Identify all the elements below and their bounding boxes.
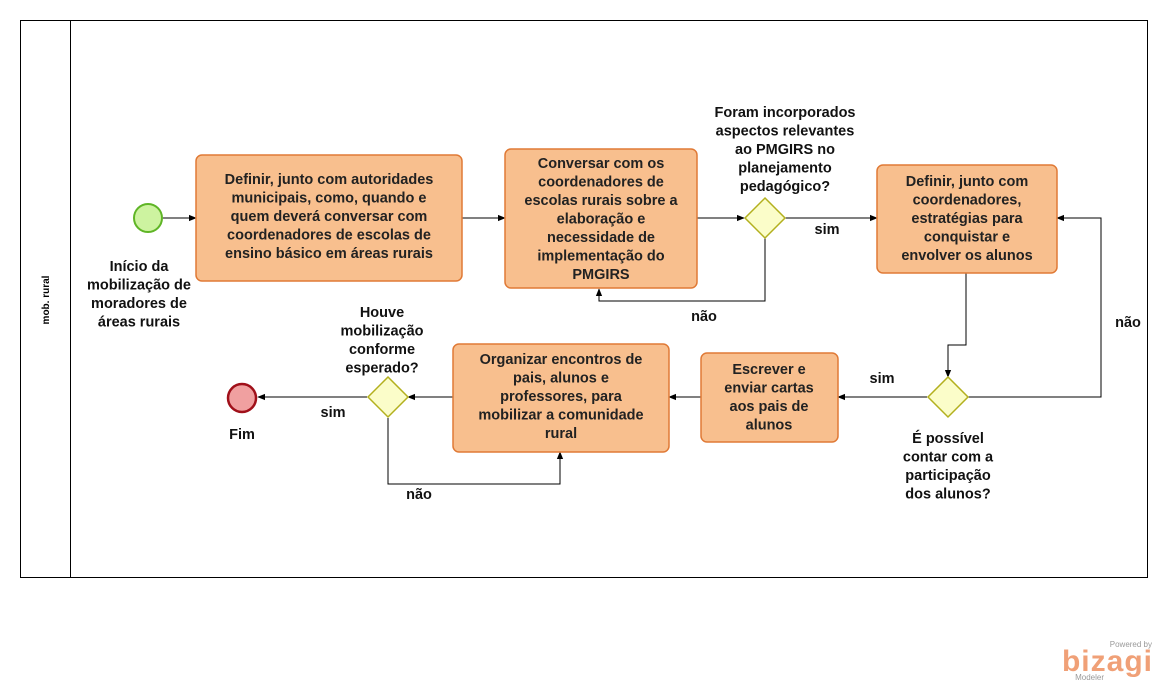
lane-label: mob. rural (41, 275, 52, 324)
task-define-strategies-line: Definir, junto com (906, 174, 1028, 190)
task-define-strategies[interactable]: Definir, junto com coordenadores, estratég… (876, 164, 1058, 274)
gateway-students-participation-label: É possível contar com a participação dos al… (903, 430, 994, 503)
flow-label-g2-yes: sim (870, 371, 895, 387)
svg-text:bizagi: bizagi (1062, 645, 1153, 678)
flow-label-g3-no: não (406, 487, 432, 503)
task-write-letters-line: aos pais de (730, 399, 809, 415)
end-event-label-line: Fim (229, 427, 255, 443)
task-organize-meetings-line: professores, para (500, 389, 623, 405)
task-talk-coordinators-line: Conversar com os (538, 156, 665, 172)
bizagi-logo: Powered by bizagi Modeler (1062, 640, 1153, 682)
svg-text:Powered by: Powered by (1110, 640, 1152, 649)
task-talk-coordinators-line: implementação do (537, 249, 664, 265)
task-organize-meetings-line: Organizar encontros de (480, 352, 643, 368)
start-event-label: Início da mobilização de moradores de áreas… (87, 259, 191, 331)
gateway-incorporated-label-line: pedagógico? (740, 179, 830, 195)
task-write-letters[interactable]: Escrever e enviar cartas aos pais de alunos (700, 352, 839, 443)
gateway-students-participation-label-line: contar com a (903, 450, 994, 466)
gateway-mobilization-label: Houve mobilização conforme esperado? (341, 305, 424, 377)
task-define-strategies-line: conquistar e (924, 230, 1010, 246)
gateway-incorporated-label-line: aspectos relevantes (716, 124, 855, 140)
gateway-mobilization-label-line: Houve (360, 305, 404, 321)
gateway-mobilization-label-line: esperado? (345, 361, 418, 377)
flow-t3-to-g2 (944, 273, 967, 378)
gateway-students-participation-label-line: dos alunos? (905, 487, 991, 503)
task-talk-coordinators-line: elaboração e (557, 212, 646, 228)
svg-text:Definir, junto com autoridades: Definir, junto com autoridades municipais… (225, 172, 434, 262)
task-organize-meetings[interactable]: Organizar encontros de pais, alunos e prof… (452, 343, 670, 453)
gateway-incorporated-label-line: Foram incorporados (715, 105, 856, 121)
task-talk-coordinators-line: coordenadores de (538, 175, 664, 191)
pool-border (20, 20, 1148, 578)
start-event[interactable] (133, 203, 163, 233)
end-event[interactable] (226, 382, 258, 414)
task-define-authorities-line: ensino básico em áreas rurais (225, 246, 433, 262)
svg-text:Modeler: Modeler (1075, 673, 1104, 682)
task-talk-coordinators-line: PMGIRS (572, 267, 630, 283)
task-organize-meetings-line: rural (545, 426, 577, 442)
gateway-incorporated[interactable] (743, 196, 787, 240)
sequence-flows (163, 214, 1102, 485)
start-event-label-line: Início da (110, 259, 170, 275)
task-talk-coordinators-line: necessidade de (547, 230, 655, 246)
start-event-label-line: mobilização de (87, 278, 191, 294)
task-organize-meetings-line: mobilizar a comunidade (478, 408, 643, 424)
gateway-students-participation-label-line: É possível (912, 430, 984, 447)
flow-g2-no (968, 214, 1102, 398)
flow-g3-no (387, 418, 564, 485)
flow-label-g1-no: não (691, 309, 717, 325)
task-write-letters-line: Escrever e (732, 362, 805, 378)
flow-label-g3-yes: sim (321, 405, 346, 421)
start-event-label-line: áreas rurais (98, 315, 180, 331)
gateway-incorporated-label: Foram incorporados aspectos relevantes ao … (715, 105, 856, 195)
task-define-strategies-line: coordenadores, (913, 193, 1022, 209)
gateway-mobilization-label-line: mobilização (341, 324, 424, 340)
task-organize-meetings-line: pais, alunos e (513, 371, 609, 387)
task-define-authorities-line: coordenadores de escolas de (227, 228, 431, 244)
gateway-mobilization[interactable] (366, 375, 410, 419)
end-event-label: Fim (229, 427, 255, 443)
start-event-label-line: moradores de (91, 296, 187, 312)
task-talk-coordinators[interactable]: Conversar com os coordenadores de escolas … (504, 148, 698, 289)
task-define-authorities-line: municipais, como, quando e (232, 191, 427, 207)
gateway-students-participation-label-line: participação (905, 468, 991, 484)
flow-label-g1-yes: sim (815, 222, 840, 238)
gateway-mobilization-label-line: conforme (349, 342, 415, 358)
task-define-authorities-line: Definir, junto com autoridades (225, 172, 434, 188)
task-write-letters-line: enviar cartas (724, 381, 813, 397)
task-talk-coordinators-line: escolas rurais sobre a (524, 193, 678, 209)
task-define-authorities-line: quem deverá conversar com (231, 209, 428, 225)
gateway-incorporated-label-line: planejamento (738, 161, 832, 177)
flow-g1-no (595, 238, 766, 302)
flow-label-g2-no: não (1115, 315, 1141, 331)
gateway-students-participation[interactable] (926, 375, 970, 419)
task-define-strategies-line: estratégias para (911, 211, 1023, 227)
task-define-strategies-line: envolver os alunos (901, 248, 1032, 264)
task-define-authorities[interactable]: Definir, junto com autoridades municipais… (195, 154, 463, 282)
gateway-incorporated-label-line: ao PMGIRS no (735, 142, 835, 158)
task-write-letters-line: alunos (746, 418, 793, 434)
